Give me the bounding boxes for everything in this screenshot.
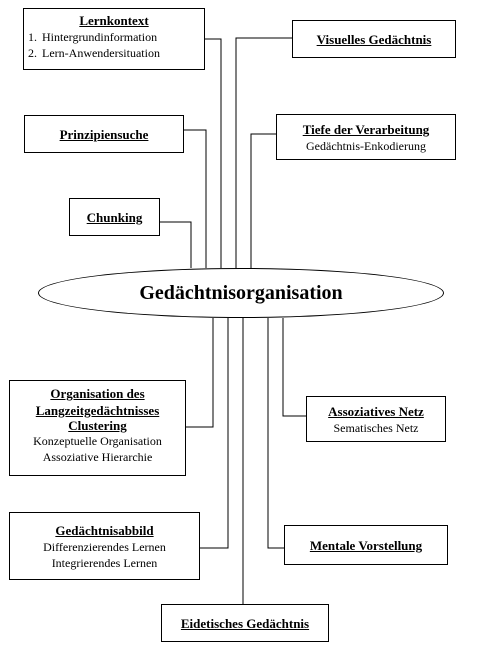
node-tiefe-title: Tiefe der Verarbeitung — [302, 121, 430, 137]
node-abbild-title: Gedächtnisabbild — [55, 522, 154, 538]
node-prinzipiensuche-title: Prinzipiensuche — [59, 126, 149, 142]
node-organisation-title-line2: Langzeitgedächtnisses — [35, 403, 160, 418]
node-mentale-title: Mentale Vorstellung — [309, 537, 423, 553]
connector-abbild — [200, 318, 229, 549]
connector-tiefe — [250, 133, 276, 268]
node-organisation-langzeitgedaechtnis: Organisation des Langzeitgedächtnisses C… — [9, 380, 186, 476]
node-lernkontext-list: 1. Hintergrundinformation 2. Lern-Anwender… — [28, 29, 200, 61]
node-lernkontext: Lernkontext 1. Hintergrundinformation 2. L… — [23, 8, 205, 70]
list-item-text: Hintergrundinformation — [42, 30, 158, 44]
list-item-text: Lern-Anwendersituation — [42, 46, 160, 60]
node-eidetisches-gedaechtnis: Eidetisches Gedächtnis — [161, 604, 329, 642]
node-organisation-title-line3: Clustering — [68, 418, 127, 433]
node-tiefe-der-verarbeitung: Tiefe der Verarbeitung Gedächtnis-Enkodi… — [276, 114, 456, 160]
node-abbild-sub1: Differenzierendes Lernen — [43, 539, 166, 554]
node-prinzipiensuche: Prinzipiensuche — [24, 115, 184, 153]
list-item-number: 1. — [28, 30, 37, 44]
node-chunking-title: Chunking — [86, 209, 143, 225]
list-item-number: 2. — [28, 46, 37, 60]
node-gedaechtnisabbild: Gedächtnisabbild Differenzierendes Lerne… — [9, 512, 200, 580]
connector-prinzipiensuche — [184, 129, 207, 268]
node-visuelles-gedaechtnis: Visuelles Gedächtnis — [292, 20, 456, 58]
node-assoziativ-title: Assoziatives Netz — [328, 403, 424, 419]
node-organisation-title-line1: Organisation des — [50, 386, 145, 401]
node-eidetisch-title: Eidetisches Gedächtnis — [180, 615, 310, 631]
list-item: 2. Lern-Anwendersituation — [28, 45, 200, 61]
node-tiefe-subtitle: Gedächtnis-Enkodierung — [306, 138, 426, 153]
connector-assoziativ — [282, 318, 306, 417]
central-node: Gedächtnisorganisation — [38, 268, 444, 318]
node-mentale-vorstellung: Mentale Vorstellung — [284, 525, 448, 565]
connector-mentale — [267, 318, 284, 549]
connector-organisation — [186, 318, 214, 428]
node-organisation-sub1: Konzeptuelle Organisation — [33, 434, 162, 448]
connector-lernkontext — [205, 38, 222, 268]
node-lernkontext-title: Lernkontext — [79, 13, 149, 28]
connector-chunking — [160, 221, 192, 268]
node-abbild-sub2: Integrierendes Lernen — [51, 555, 158, 570]
node-visuelles-title: Visuelles Gedächtnis — [316, 31, 432, 47]
node-organisation-sub2: Assoziative Hierarchie — [42, 450, 153, 464]
node-assoziativ-subtitle: Sematisches Netz — [333, 420, 419, 435]
central-node-label: Gedächtnisorganisation — [139, 281, 343, 304]
node-assoziatives-netz: Assoziatives Netz Sematisches Netz — [306, 396, 446, 442]
node-chunking: Chunking — [69, 198, 160, 236]
list-item: 1. Hintergrundinformation — [28, 29, 200, 45]
connector-visuelles — [235, 37, 292, 268]
